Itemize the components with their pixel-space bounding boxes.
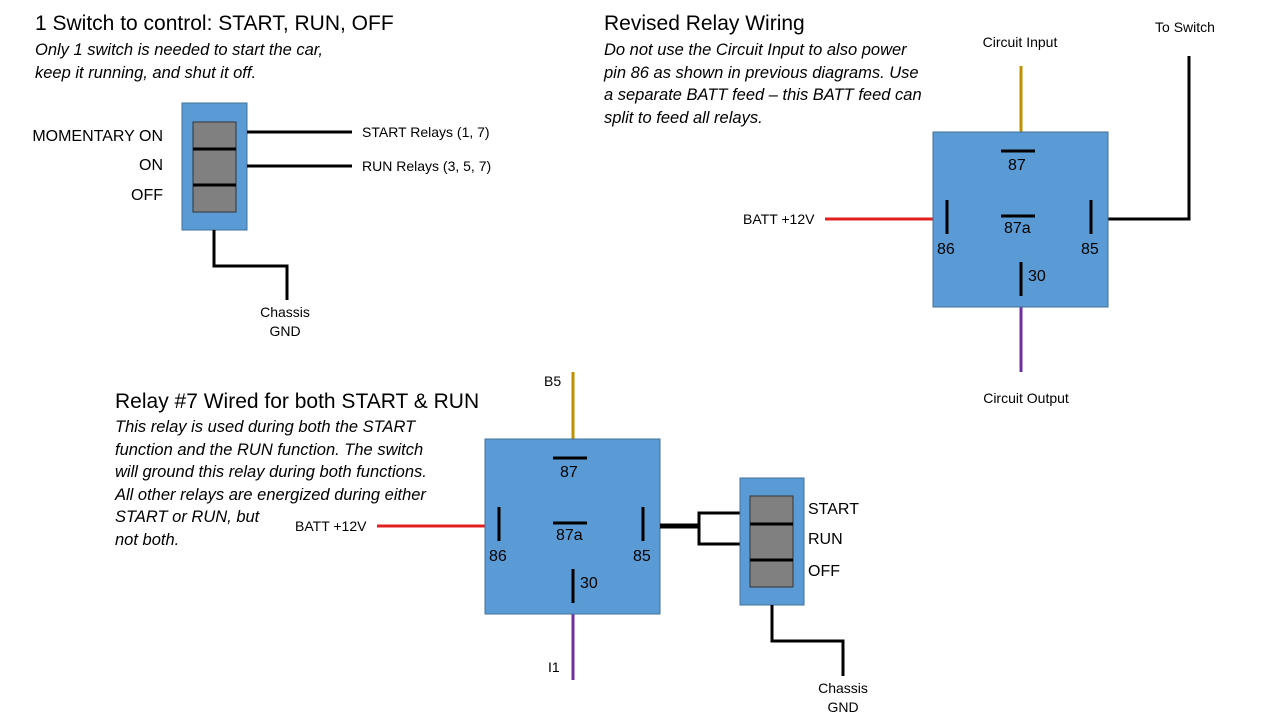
pin-30-label: 30 xyxy=(1028,268,1046,285)
position-label-momentary-on: MOMENTARY ON xyxy=(32,128,163,145)
batt-label: BATT +12V xyxy=(295,518,367,534)
panel2-note-line: Do not use the Circuit Input to also pow… xyxy=(604,41,907,59)
pin-85-label: 85 xyxy=(633,548,651,565)
pin-30-label: 30 xyxy=(580,575,598,592)
ground-label-line: Chassis xyxy=(260,304,310,320)
pin-87a-label: 87a xyxy=(556,527,583,544)
ground-label-line: GND xyxy=(269,323,301,339)
switch-rocker xyxy=(749,495,794,588)
panel3-note: This relay is used during both the START… xyxy=(115,416,427,551)
chassis-ground-wire xyxy=(212,230,289,300)
position-label-on: ON xyxy=(139,157,163,174)
position-label-run: RUN xyxy=(808,531,843,548)
b5-label: B5 xyxy=(544,373,562,389)
run-relays-label: RUN Relays (3, 5, 7) xyxy=(362,158,492,174)
panel1-subtitle-line: Only 1 switch is needed to start the car… xyxy=(35,41,323,59)
panel1-subtitle-line: keep it running, and shut it off. xyxy=(35,63,257,82)
batt-label: BATT +12V xyxy=(743,211,815,227)
panel2-note-line: split to feed all relays. xyxy=(604,108,763,127)
panel3-title: Relay #7 Wired for both START & RUN xyxy=(115,390,480,413)
pin-86-label: 86 xyxy=(937,241,955,258)
pin85-switch-fork xyxy=(697,511,740,546)
ground-label-line: Chassis xyxy=(818,680,868,696)
chassis-ground-label: Chassis GND xyxy=(803,679,883,717)
panel3-note-line: not both. xyxy=(115,530,180,549)
position-label-start: START xyxy=(808,501,859,518)
pin-87-label: 87 xyxy=(1008,157,1026,174)
panel3-note-line: will ground this relay during both funct… xyxy=(115,463,427,481)
circuit-input-label: Circuit Input xyxy=(982,34,1058,50)
to-switch-wire xyxy=(1108,56,1191,221)
chassis-ground-wire xyxy=(770,605,845,676)
chassis-ground-label: Chassis GND xyxy=(245,303,325,341)
panel1-subtitle: Only 1 switch is needed to start the car… xyxy=(35,39,323,84)
panel3-note-line: function and the RUN function. The switc… xyxy=(115,440,424,459)
switch-rocker xyxy=(192,121,237,213)
position-label-off: OFF xyxy=(131,187,163,204)
panel3-note-line: All other relays are energized during ei… xyxy=(115,485,426,504)
position-label-off: OFF xyxy=(808,563,840,580)
panel2-note-line: pin 86 as shown in previous diagrams. Us… xyxy=(604,63,919,82)
panel2-note: Do not use the Circuit Input to also pow… xyxy=(604,39,922,129)
ground-label-line: GND xyxy=(827,699,859,715)
panel2-title: Revised Relay Wiring xyxy=(604,12,805,35)
panel3-note-line: This relay is used during both the START xyxy=(115,418,416,436)
pin-87-label: 87 xyxy=(560,464,578,481)
i1-label: I1 xyxy=(548,659,560,675)
circuit-output-label: Circuit Output xyxy=(983,390,1069,406)
panel1-title: 1 Switch to control: START, RUN, OFF xyxy=(35,12,394,35)
to-switch-label: To Switch xyxy=(1155,19,1215,35)
pin-86-label: 86 xyxy=(489,548,507,565)
start-relays-label: START Relays (1, 7) xyxy=(362,124,490,140)
panel3-note-line: START or RUN, but xyxy=(115,508,260,526)
pin-85-label: 85 xyxy=(1081,241,1099,258)
pin-87a-label: 87a xyxy=(1004,220,1031,237)
panel2-note-line: a separate BATT feed – this BATT feed ca… xyxy=(604,86,922,104)
